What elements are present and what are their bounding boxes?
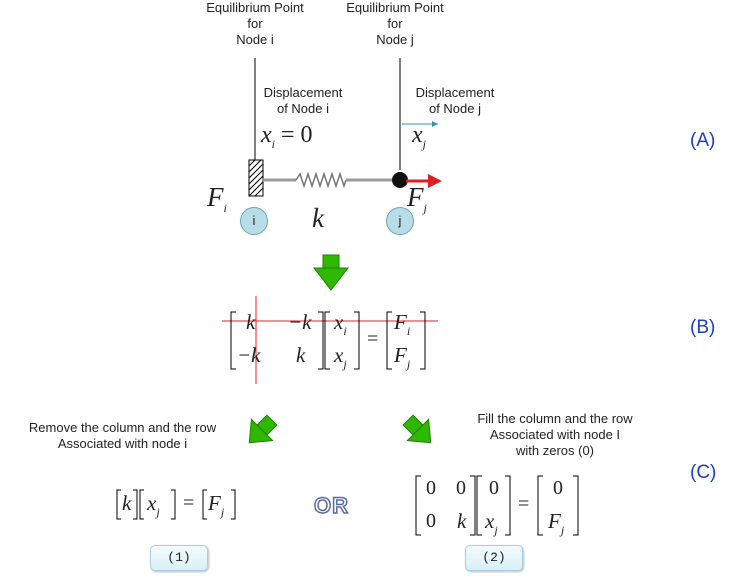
eq1-f: Fj [208,491,225,519]
xi-equals-zero: xi = 0 [261,122,313,151]
fixed-support [248,159,264,197]
matrix2-r1c1: 0 [426,477,436,499]
remove-text: Remove the column and the row Associated… [28,420,217,451]
fill-text: Fill the column and the row Associated w… [477,411,633,458]
fj-symbol: Fj [407,182,427,215]
matrix-b-f1: Fi [394,310,411,338]
eq1-k: k [122,491,132,515]
matrix2-brackets [415,475,579,536]
matrix2-x1: 0 [489,477,499,499]
green-arrow-down [312,254,350,291]
matrix2-r2c2: k [457,509,467,533]
matrix2-equals: = [518,493,530,515]
tag-c: (C) [690,462,717,483]
matrix-b-r1c2: −k [288,310,312,334]
xj-symbol: xj [412,122,426,151]
node-j-badge: j [386,207,414,235]
disp-j-label: Displacement of Node j [415,85,495,116]
option-2-pill: (2) [465,545,523,571]
matrix-b-r2c1: −k [237,343,261,367]
eq-point-j-label: Equilibrium Point for Node j [346,0,444,47]
eq-point-i-label: Equilibrium Point for Node i [206,0,304,47]
eq1-brackets [116,489,236,520]
spring [295,171,347,189]
tag-a: (A) [690,130,716,151]
matrix-b-r1c1: k [246,310,256,334]
matrix-b-brackets [230,311,426,370]
matrix-b-f2: Fj [394,343,411,371]
disp-i-label: Displacement of Node i [263,85,343,116]
matrix-b-x2: xj [334,343,347,371]
matrix2-x2: xj [485,509,498,537]
matrix-b-x1: xi [334,310,347,338]
fi-symbol: Fi [207,182,227,215]
green-arrow-left [248,414,278,444]
matrix2-f2: Fj [548,509,565,537]
matrix2-r2c1: 0 [426,510,436,532]
k-symbol: k [312,203,324,233]
option-1-pill: (1) [150,545,208,571]
node-i-badge: i [240,207,268,235]
matrix2-f1: 0 [553,477,563,499]
eq1-x: xj [147,491,160,519]
eq1-equals: = [183,492,195,514]
node-j-mass [392,172,408,188]
matrix2-r1c2: 0 [456,477,466,499]
matrix-b-equals: = [367,328,379,350]
green-arrow-right [402,414,432,444]
tag-b: (B) [690,317,716,338]
or-label: OR [313,492,349,519]
matrix-b-r2c2: k [296,343,306,367]
